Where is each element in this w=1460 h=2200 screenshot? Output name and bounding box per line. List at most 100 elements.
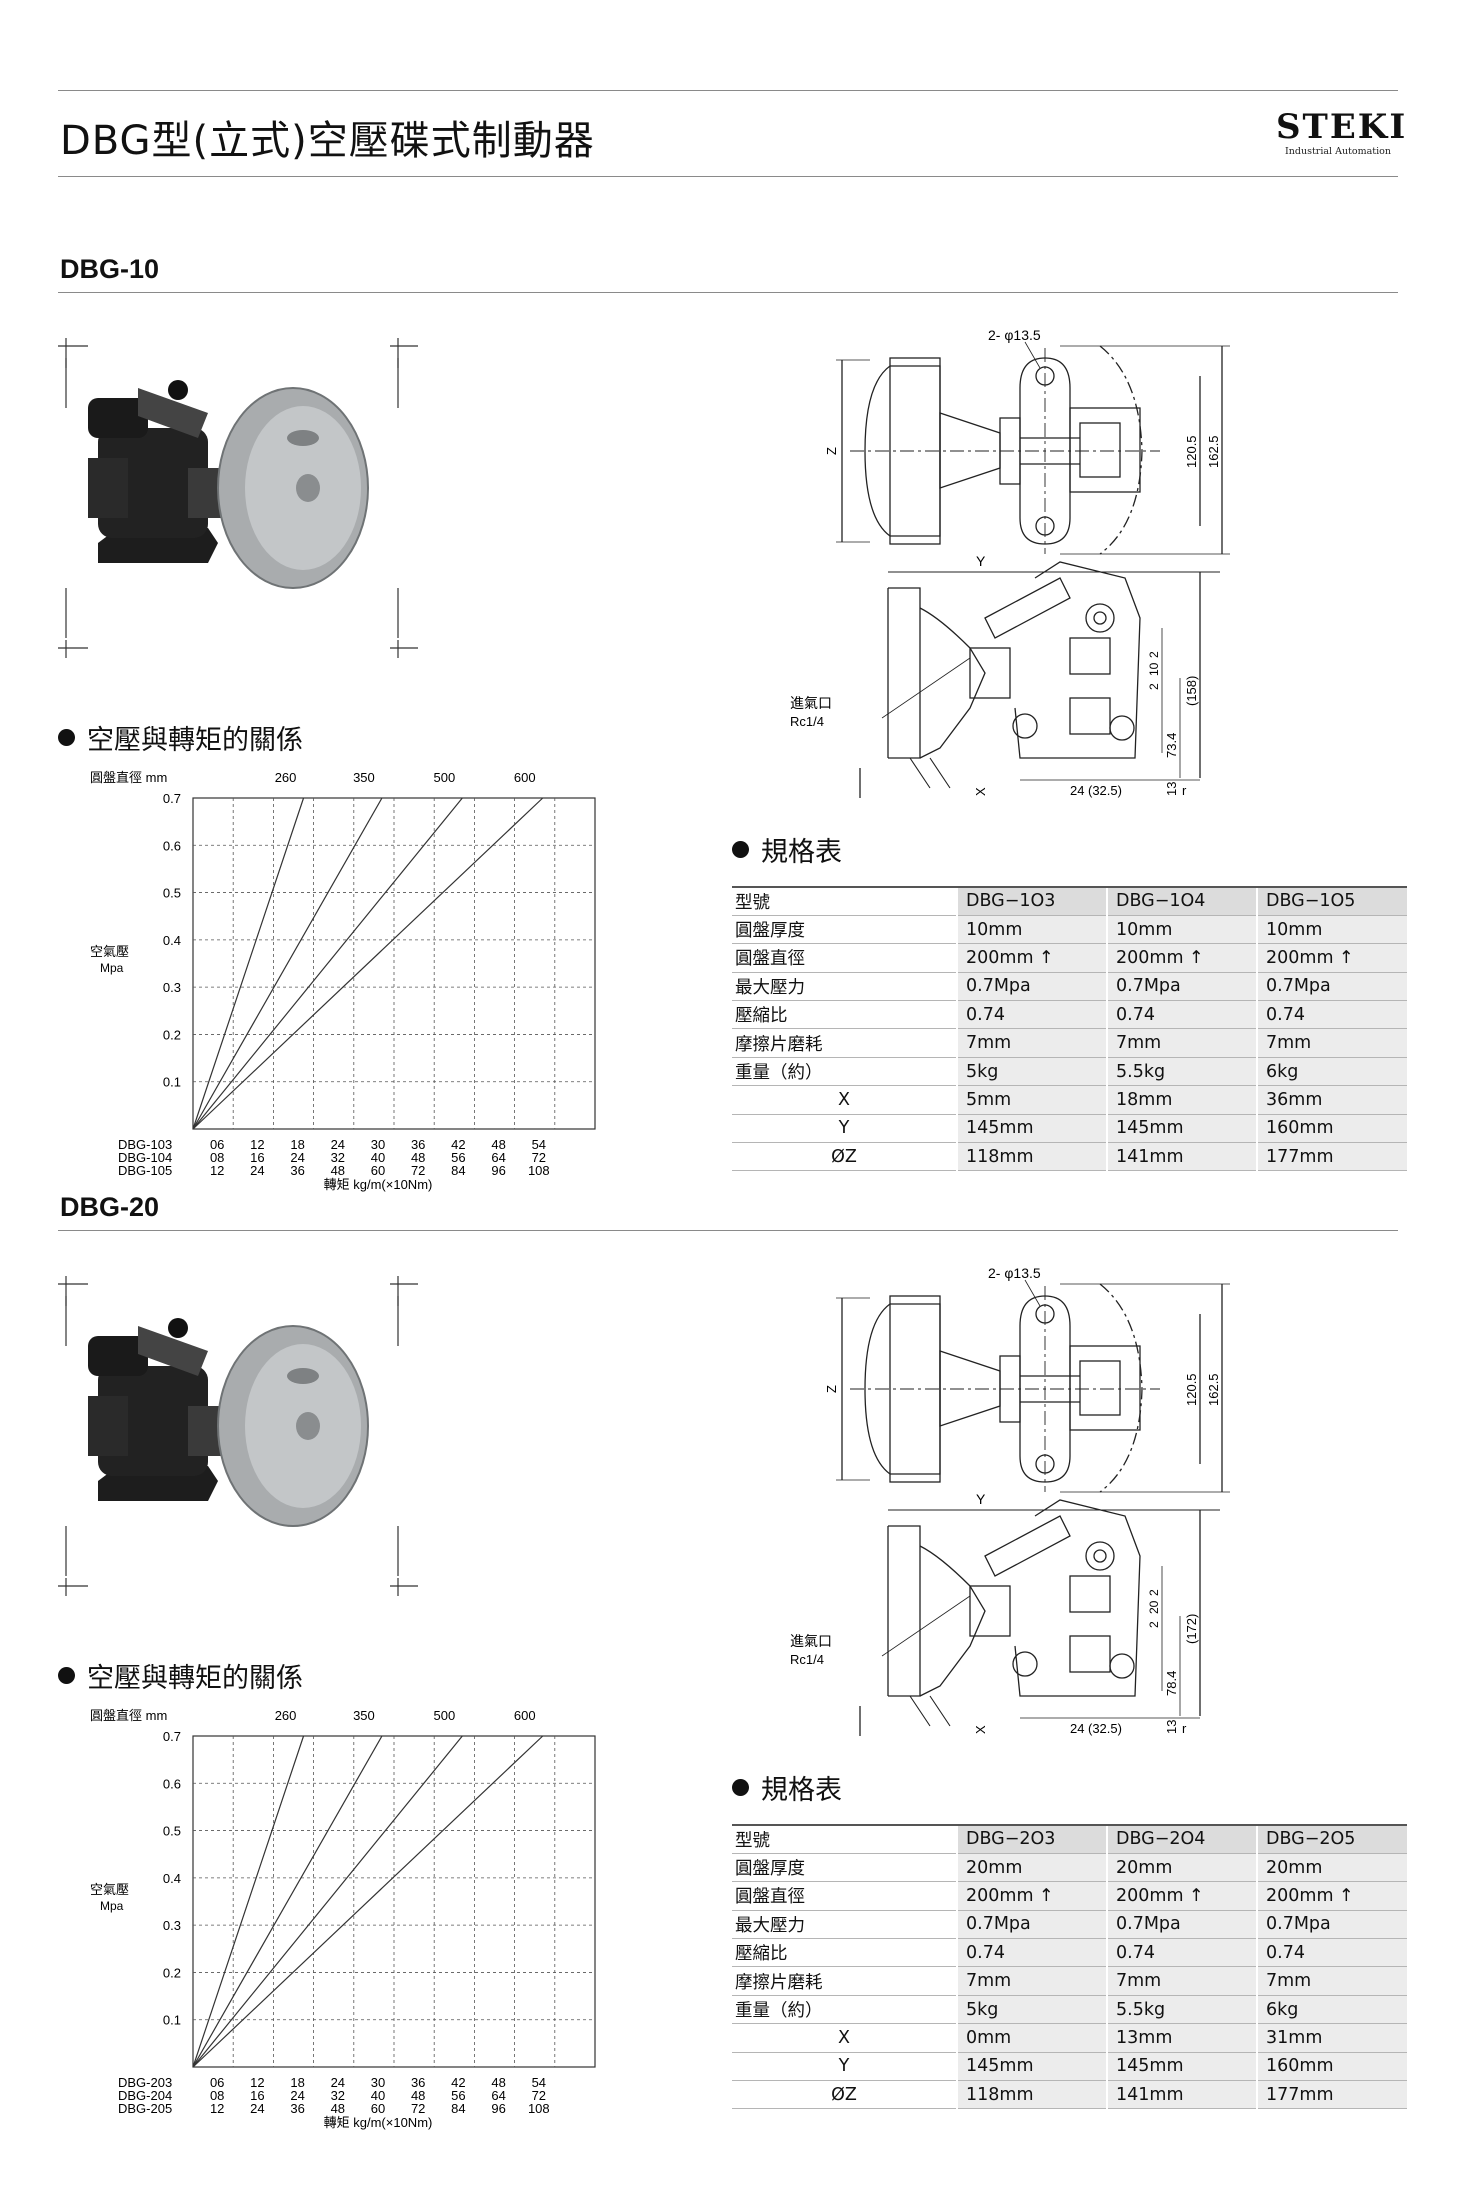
spec-value: 200mm ↑ [956,943,1107,973]
spec-value: DBG−1O4 [1106,885,1257,916]
dim-total: (172) [1184,1614,1199,1644]
x-tick-label: 54 [532,2075,546,2090]
dim-x: X [973,787,988,796]
spec-value: 31mm [1256,2023,1407,2053]
x-tick-label: 36 [290,1163,304,1178]
spec-value: DBG−2O5 [1256,1823,1407,1854]
page-title: DBG型(立式)空壓碟式制動器 [60,118,595,164]
y-tick-label: 0.1 [163,1075,181,1090]
x-tick-label: 06 [210,2075,224,2090]
brand-logo: STEKI Industrial Automation [1276,107,1408,157]
x-tick-label: 12 [250,2075,264,2090]
series-line-260 [192,1735,305,2068]
spec-label: ØZ [732,2080,957,2110]
spec-value: 200mm ↑ [1256,943,1407,973]
section-title: DBG-20 [60,1192,160,1222]
dim-13: 13 [1164,782,1179,796]
y-axis-label: 空氣壓 [90,944,129,959]
air-inlet-label: 進氣口 [790,695,832,711]
x-tick-label: 48 [331,1163,345,1178]
section-title: DBG-10 [60,254,160,284]
x-tick-label: 60 [371,2101,385,2116]
y-tick-label: 0.7 [163,791,181,806]
spec-value: 0.74 [956,1938,1107,1967]
air-inlet-size: Rc1/4 [790,1652,824,1667]
spec-value: 13mm [1106,2023,1257,2053]
x-tick-label: 12 [250,1137,264,1152]
top-tick-label: 350 [353,1708,375,1723]
grid-lines [193,1736,595,2067]
spec-value: 0.74 [1256,1000,1407,1029]
y-tick-label: 0.4 [163,1871,181,1886]
x-tick-label: 24 [290,2088,304,2103]
header-bottom-rule [58,176,1398,177]
x-tick-label: 30 [371,2075,385,2090]
spec-label: 摩擦片磨耗 [732,1966,957,1996]
spec-value: 36mm [1256,1085,1407,1115]
x-tick-label: 108 [528,2101,550,2116]
spec-value: 0.7Mpa [1106,1909,1257,1939]
dim-32-5: (32.5) [1088,1721,1122,1736]
chart-heading: 空壓與轉矩的關係 [58,1656,303,1695]
dim-y: Y [976,553,986,569]
dim-24: 24 [1070,1721,1084,1736]
spec-value: 145mm [956,1113,1107,1143]
crop-marks [58,1276,418,1596]
y-axis-unit: Mpa [100,1899,124,1913]
spec-value: 5kg [956,1056,1107,1086]
spec-value: 5.5kg [1106,1994,1257,2024]
brake-product-image [88,380,369,589]
spec-value: 160mm [1256,1113,1407,1143]
spec-value: 118mm [956,2080,1107,2110]
spec-value: 0.7Mpa [1106,971,1257,1001]
x-tick-label: 48 [491,1137,505,1152]
logo-subtitle: Industrial Automation [1285,146,1391,157]
x-tick-label: 18 [290,1137,304,1152]
series-lines [192,1735,544,2068]
x-tick-label: 12 [210,1163,224,1178]
chart-heading-text: 空壓與轉矩的關係 [87,1663,303,1694]
x-tick-label: 24 [331,1137,345,1152]
series-lines [192,797,544,1130]
spec-value: 200mm ↑ [1106,1881,1257,1911]
x-scale-name: DBG-105 [118,1163,172,1178]
x-tick-label: 24 [290,1150,304,1165]
spec-heading-text: 規格表 [761,1775,842,1806]
spec-value: 0.74 [1256,1938,1407,1967]
spec-value: 5kg [956,1994,1107,2024]
hole-callout: 2- φ13.5 [988,1265,1041,1281]
x-tick-label: 32 [331,2088,345,2103]
logo-mark: STEKI [1276,107,1408,147]
x-tick-label: 72 [532,1150,546,1165]
y-tick-label: 0.6 [163,838,181,853]
spec-label: Y [732,1113,957,1143]
x-tick-label: 36 [411,2075,425,2090]
x-axis-label: 轉矩 kg/m(×10Nm) [324,1177,433,1192]
y-tick-label: 0.3 [163,1918,181,1933]
series-line-600 [192,797,544,1130]
x-tick-label: 84 [451,1163,465,1178]
top-tick-label: 350 [353,770,375,785]
cylinder-top-view [864,1303,941,1475]
dim-120-5: 120.5 [1184,435,1199,468]
spec-value: DBG−2O3 [956,1823,1107,1854]
dim-2-upper: 2 [1147,1589,1161,1596]
spec-value: 5mm [956,1085,1107,1115]
spec-value: 7mm [1256,1966,1407,1996]
x-tick-label: 56 [451,2088,465,2103]
spec-value: 118mm [956,1142,1107,1172]
dim-z: Z [824,447,839,455]
spec-label: 重量（約） [732,1056,957,1086]
spec-label: 圓盤直徑 [732,1881,957,1911]
x-tick-label: 24 [331,2075,345,2090]
spec-value: 7mm [956,1028,1107,1058]
x-tick-label: 12 [210,2101,224,2116]
dim-y: Y [976,1491,986,1507]
